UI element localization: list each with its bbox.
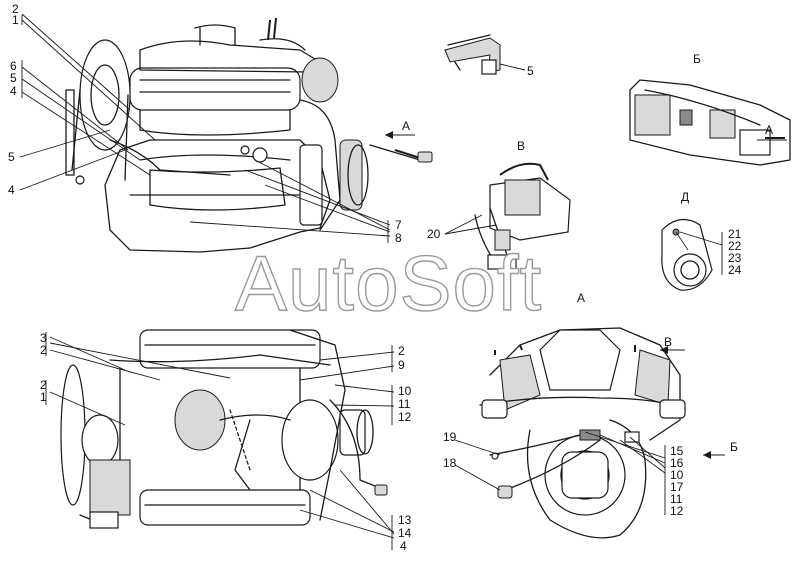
view-label-v-arrow: В xyxy=(664,335,672,349)
callout-part-20: 20 xyxy=(427,227,441,241)
view-label-be: Б xyxy=(693,52,701,66)
callout: 21 xyxy=(728,227,742,241)
callout: 8 xyxy=(395,231,402,245)
callout: 1 xyxy=(40,390,47,404)
callout: 10 xyxy=(398,384,412,398)
callout: 19 xyxy=(443,430,457,444)
callout: 11 xyxy=(670,492,683,506)
callout: 2 xyxy=(398,344,405,358)
engine-side-view xyxy=(65,17,433,253)
view-arrows xyxy=(385,131,787,459)
callouts-view-d: 21 22 23 24 xyxy=(728,227,742,277)
callout: 2 xyxy=(40,343,47,357)
callout: 24 xyxy=(728,263,742,277)
callout: 18 xyxy=(443,456,457,470)
view-d-detail xyxy=(661,219,713,291)
arrow-be-icon xyxy=(703,451,711,459)
valve-cover xyxy=(129,67,301,111)
callout: 13 xyxy=(398,513,412,527)
callout: 12 xyxy=(398,410,412,424)
view-label-a: А xyxy=(577,291,585,305)
callout: 3 xyxy=(40,331,47,345)
top-view-fan xyxy=(60,364,86,506)
callout: 12 xyxy=(670,504,684,518)
callout: 17 xyxy=(670,480,684,494)
callout: 7 xyxy=(395,218,402,232)
callouts-view-a-left: 19 18 xyxy=(443,430,457,470)
arrow-v-icon xyxy=(660,346,668,354)
watermark: AutoSoft xyxy=(235,239,542,327)
callouts-top-left: 2 1 6 5 4 5 4 7 8 xyxy=(8,2,402,245)
callout: 4 xyxy=(400,539,407,553)
callout: 14 xyxy=(398,526,412,540)
callout: 22 xyxy=(728,239,742,253)
callout: 2 xyxy=(40,378,47,392)
callouts-bottom-left-left: 3 2 2 1 xyxy=(40,331,47,404)
view-a-front xyxy=(479,327,686,539)
callout: 5 xyxy=(10,71,17,85)
callouts-bottom-left-right: 2 9 10 11 12 13 14 4 xyxy=(398,344,412,553)
callout-part-5: 5 xyxy=(527,64,534,78)
callout: 4 xyxy=(10,84,17,98)
callouts-view-a-right: 15 16 10 17 11 12 xyxy=(670,444,684,518)
callout: 1 xyxy=(12,13,19,27)
callout: 23 xyxy=(728,251,742,265)
callout: 5 xyxy=(8,150,15,164)
part-5-detail xyxy=(444,34,501,75)
callout: 9 xyxy=(398,358,405,372)
view-labels: А В Б А Д А В Б xyxy=(402,52,773,454)
callout: 16 xyxy=(670,456,684,470)
view-label-a-arrow: А xyxy=(402,119,410,133)
callout: 11 xyxy=(398,397,411,411)
view-label-be-arrow: А xyxy=(765,123,773,137)
callout: 2 xyxy=(12,2,19,16)
callout: 4 xyxy=(8,183,15,197)
callout: 10 xyxy=(670,468,684,482)
view-label-d: Д xyxy=(681,190,689,204)
callout: 6 xyxy=(10,59,17,73)
leader-lines xyxy=(19,13,723,550)
view-label-v: В xyxy=(517,139,525,153)
view-v-detail xyxy=(474,162,571,270)
view-be-detail xyxy=(629,79,791,166)
view-label-be-arrow2: Б xyxy=(730,440,738,454)
callout: 15 xyxy=(670,444,684,458)
arrow-a-icon xyxy=(385,131,393,139)
engine-top-view xyxy=(60,329,388,529)
